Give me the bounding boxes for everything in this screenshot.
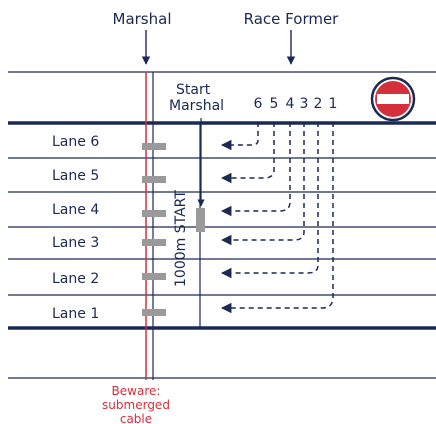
start-distance-label: 1000m START (173, 190, 189, 287)
lane-label: Lane 4 (52, 202, 99, 218)
former-number: 3 (300, 96, 309, 112)
race-former-label: Race Former (244, 10, 340, 28)
lane-dividers (8, 157, 436, 296)
start-marshal-label-line1: Start (176, 82, 211, 98)
former-number: 1 (329, 96, 338, 112)
lane-label: Lane 5 (52, 168, 99, 184)
start-marshal-box (196, 208, 205, 232)
former-number: 4 (286, 96, 295, 112)
lane-label: Lane 1 (52, 306, 99, 322)
start-marshal-label-line2: Marshal (169, 98, 224, 114)
lane-markers (142, 143, 166, 316)
no-entry-sign-icon (370, 76, 416, 122)
lane-label: Lane 6 (52, 134, 99, 150)
lane-label: Lane 2 (52, 271, 99, 287)
beware-line2: submerged (102, 398, 170, 412)
former-number: 6 (254, 96, 263, 112)
beware-line1: Beware: (112, 384, 161, 398)
lane-label: Lane 3 (52, 235, 99, 251)
former-number: 5 (270, 96, 279, 112)
beware-line3: cable (120, 412, 152, 424)
former-number: 2 (314, 96, 323, 112)
former-numbers: 6 5 4 3 2 1 (254, 96, 338, 112)
lane-labels: Lane 6 Lane 5 Lane 4 Lane 3 Lane 2 Lane … (52, 134, 99, 322)
race-former-paths (220, 122, 334, 314)
marshal-label: Marshal (113, 10, 172, 28)
